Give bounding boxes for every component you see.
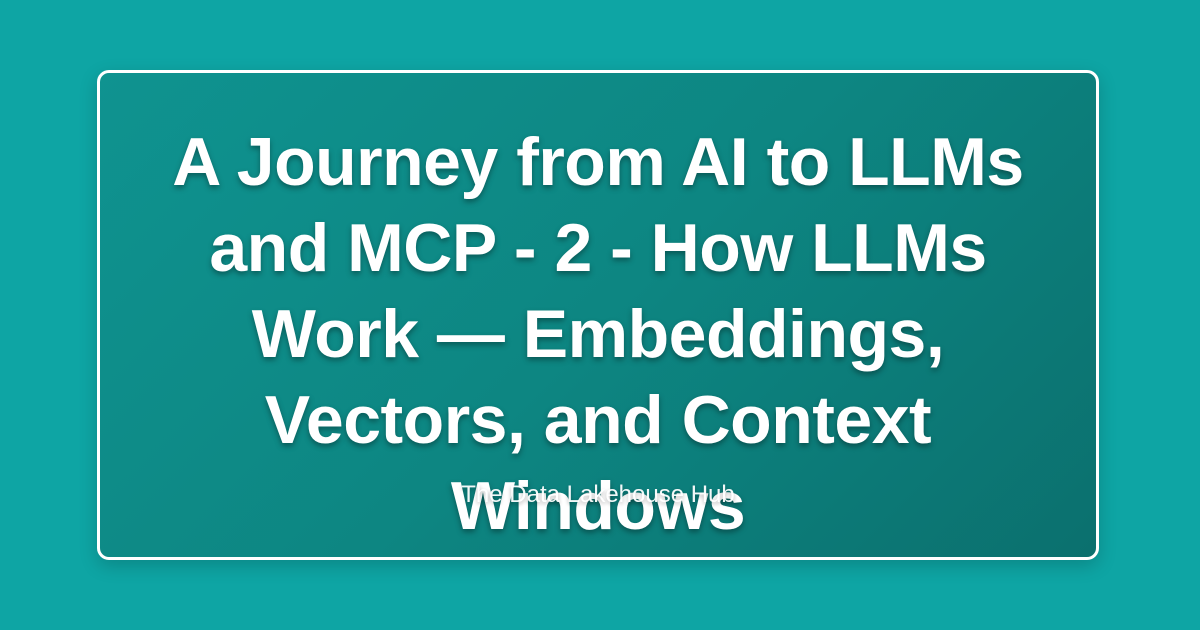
article-title: A Journey from AI to LLMs and MCP - 2 - …: [172, 124, 1024, 544]
site-name: The Data Lakehouse Hub: [461, 481, 735, 508]
title-card: A Journey from AI to LLMs and MCP - 2 - …: [97, 70, 1099, 560]
